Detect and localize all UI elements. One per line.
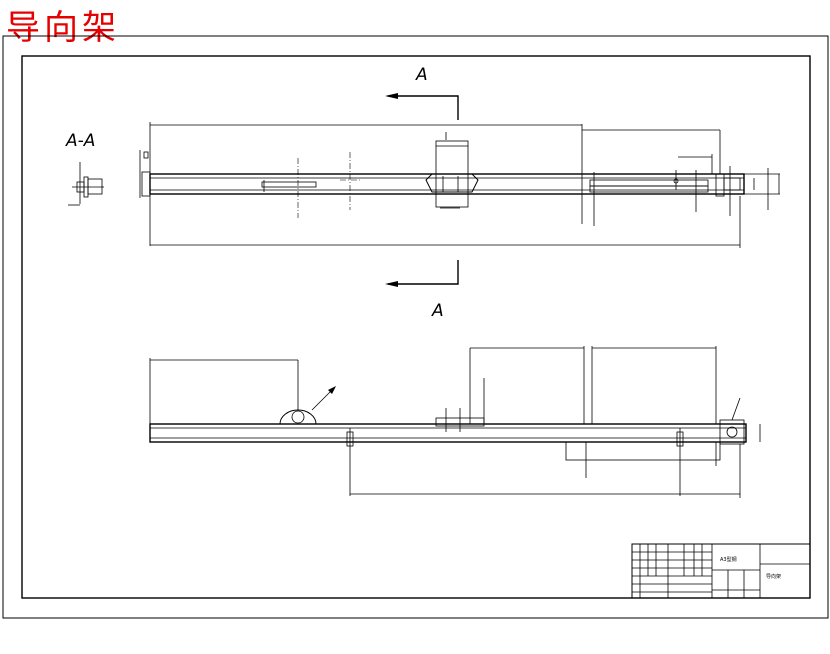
title-block-name: 导向架: [766, 573, 781, 580]
top-view: A: [139, 65, 780, 321]
beam-top-view: [149, 173, 745, 195]
arrow-label-top: A: [415, 65, 428, 85]
title-block: A3型钢 导向架: [631, 543, 811, 599]
drawing-title: 导向架: [6, 8, 120, 48]
sheet-outer-border: [2, 35, 829, 619]
section-a-a-label: A-A: [65, 131, 95, 151]
sheet-inner-border: [21, 55, 811, 599]
title-block-material: A3型钢: [720, 556, 737, 563]
front-view: [149, 346, 761, 498]
arrow-label-bottom: A: [431, 301, 444, 321]
section-a-a-view: A-A: [65, 131, 104, 206]
beam-front-view: [149, 423, 747, 443]
